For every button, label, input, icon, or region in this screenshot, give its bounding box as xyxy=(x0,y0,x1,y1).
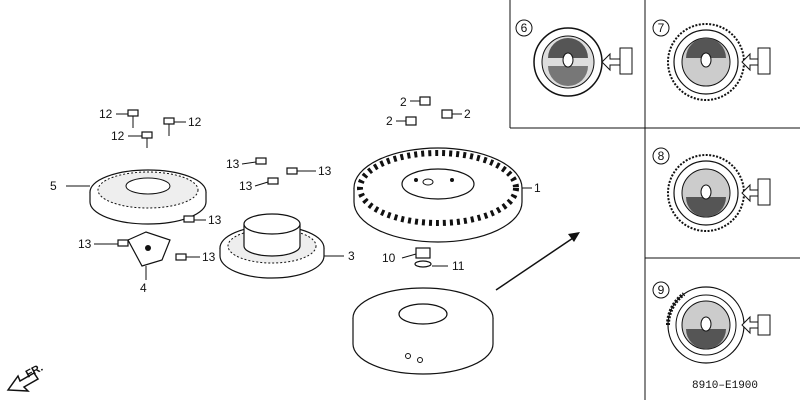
part-12-label: 11 xyxy=(452,259,465,273)
part-3-label: 3 xyxy=(348,249,355,263)
variant-panel-grid xyxy=(509,0,800,400)
part-5-fan-cover: 5 xyxy=(50,169,207,225)
variant-reference-arrow xyxy=(495,232,580,291)
part-2-label-c: 2 xyxy=(386,114,393,128)
part-10-label: 10 xyxy=(382,251,396,265)
part-5-label: 5 xyxy=(50,179,57,193)
variant-6-label: 6 xyxy=(521,21,528,35)
flywheel xyxy=(352,287,494,375)
part-13-label-a: 13 xyxy=(226,157,240,171)
variant-9-label: 9 xyxy=(658,283,665,297)
part-13-label-b: 13 xyxy=(318,164,332,178)
part-2-nuts: 2 2 2 xyxy=(386,95,471,128)
part-4-bracket: 4 xyxy=(127,231,171,295)
part-13-label-e: 13 xyxy=(78,237,92,251)
variant-7: 7 xyxy=(652,19,771,101)
variant-8: 8 xyxy=(652,147,771,232)
part-2-label-b: 2 xyxy=(464,107,471,121)
part-13-label-d: 13 xyxy=(208,213,222,227)
part-10-12-nut-washer: 10 11 xyxy=(382,247,465,273)
part-1-cooling-fan: 1 xyxy=(353,147,541,243)
part-11-bolts: 12 12 12 xyxy=(99,107,202,148)
variant-9: 9 xyxy=(652,281,771,364)
variant-6: 6 xyxy=(515,19,633,97)
variant-7-label: 7 xyxy=(658,21,665,35)
front-direction-label: FR. xyxy=(24,362,45,381)
part-11-label-b: 12 xyxy=(188,115,202,129)
part-3-starter-cup: 3 xyxy=(219,213,355,279)
front-direction-marker: FR. xyxy=(6,362,45,392)
variant-8-label: 8 xyxy=(658,149,665,163)
part-2-label-a: 2 xyxy=(400,95,407,109)
part-13-label-f: 13 xyxy=(202,250,216,264)
part-11-label-c: 12 xyxy=(111,129,125,143)
part-11-label-a: 12 xyxy=(99,107,113,121)
part-4-label: 4 xyxy=(140,281,147,295)
drawing-code: 8910–E1900 xyxy=(692,380,758,392)
part-1-label: 1 xyxy=(534,181,541,195)
part-13-label-c: 13 xyxy=(239,179,253,193)
part-13-bolts: 13 13 13 13 13 13 xyxy=(78,157,332,264)
